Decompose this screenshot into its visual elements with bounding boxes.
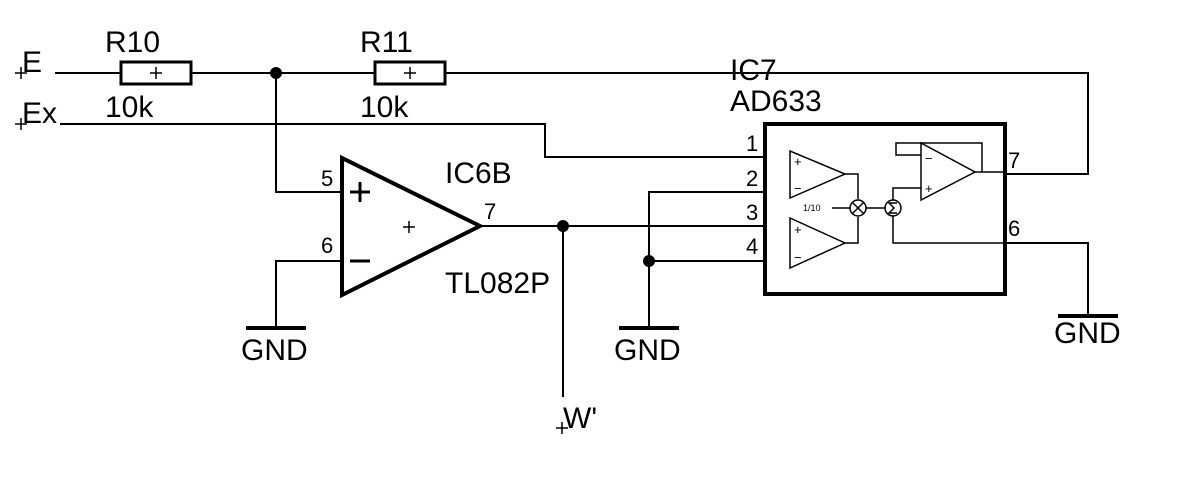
opamp-pin-7: 7: [484, 199, 496, 224]
resistor-r10-ref: R10: [105, 26, 160, 59]
sum-node-icon: [884, 199, 902, 217]
multiplier-pin-6: 6: [1008, 216, 1020, 241]
multiplier-pin-3: 3: [746, 200, 758, 225]
net-label-e: E: [22, 46, 42, 79]
resistor-r10: R10 10k: [105, 26, 193, 124]
junction-dot: [643, 255, 655, 267]
internal-diff-amp-y: + −: [789, 216, 847, 270]
resistor-r10-value: 10k: [105, 91, 154, 124]
resistor-r11-ref: R11: [360, 26, 413, 59]
ground-label: GND: [241, 334, 308, 367]
opamp-ref: IC6B: [445, 157, 512, 190]
ground-symbol: GND: [614, 326, 681, 367]
internal-output-amp: − +: [895, 141, 1005, 202]
svg-text:−: −: [794, 250, 802, 265]
multiplier-part: AD633: [730, 85, 822, 118]
multiplier-ref: IC7: [730, 54, 777, 87]
multiplier-pin-2: 2: [746, 166, 758, 191]
junction-dot: [557, 220, 569, 232]
net-terminal-w-prime: W': [556, 402, 597, 435]
opamp-pin-5: 5: [321, 166, 333, 191]
multiplier-ic7: IC7 AD633 1 2 3 4 7 6 + − + − 1/10: [730, 54, 1020, 296]
svg-text:+: +: [794, 222, 802, 237]
ground-label: GND: [614, 334, 681, 367]
wires: [55, 72, 1089, 397]
resistor-r11-value: 10k: [360, 91, 409, 124]
net-terminal-e: E: [15, 46, 42, 79]
opamp-ic6b: 5 6 7 IC6B TL082P: [321, 154, 550, 300]
ground-symbol: GND: [241, 326, 308, 367]
opamp-pin-6: 6: [321, 233, 333, 258]
net-label-ex: Ex: [22, 97, 57, 130]
net-label-w-prime: W': [563, 402, 597, 435]
internal-diff-amp-x: + −: [789, 149, 847, 200]
ground-label: GND: [1054, 317, 1121, 350]
junction-dot: [270, 67, 282, 79]
multiply-node-icon: [849, 199, 867, 217]
multiplier-pin-7: 7: [1008, 148, 1020, 173]
scale-label: 1/10: [803, 203, 821, 213]
svg-text:+: +: [794, 154, 802, 169]
svg-text:−: −: [925, 151, 933, 166]
ground-symbol: GND: [1054, 314, 1121, 350]
multiplier-pin-1: 1: [746, 131, 758, 156]
svg-text:−: −: [794, 181, 802, 196]
svg-text:+: +: [925, 181, 933, 196]
opamp-part: TL082P: [445, 267, 550, 300]
resistor-r11: R11 10k: [360, 26, 447, 124]
net-terminal-ex: Ex: [15, 97, 57, 130]
multiplier-pin-4: 4: [746, 234, 758, 259]
